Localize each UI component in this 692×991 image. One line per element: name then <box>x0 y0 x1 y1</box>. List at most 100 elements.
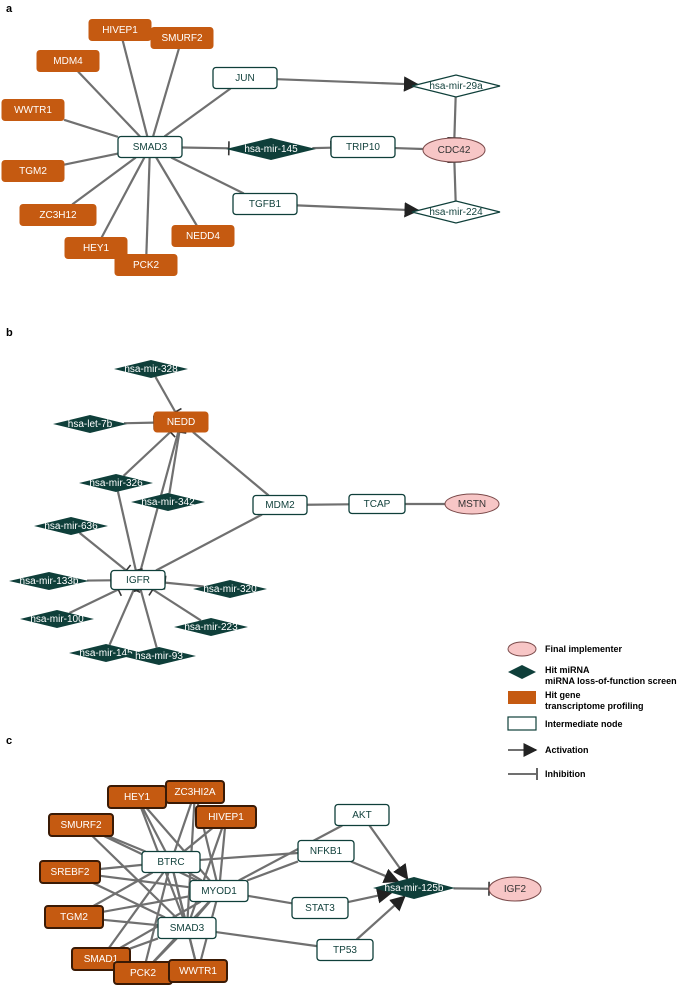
edge-mir342-NEDD <box>168 431 181 494</box>
node-label: HIVEP1 <box>102 25 138 36</box>
mirna-node-shape <box>131 493 205 511</box>
legend-mirna-swatch <box>508 665 536 679</box>
node-label: WWTR1 <box>14 105 52 116</box>
node-label: SMAD3 <box>170 923 205 934</box>
node-zc3hi2a: ZC3HI2A <box>165 780 225 804</box>
panel-label-a: a <box>6 3 13 15</box>
node-label: SMAD1 <box>84 954 119 965</box>
node-label: hsa-mir-320 <box>203 584 257 595</box>
legend-gene-label-line1: Hit gene <box>545 690 581 700</box>
edge-PCK2c-BTRC <box>144 872 170 963</box>
intermediate-node-shape <box>232 192 298 216</box>
node-nedd: NEDD <box>153 411 209 433</box>
gene-node-shape <box>48 813 114 837</box>
edge-ZC3HI2A-BTRC <box>173 802 193 852</box>
edge-PCK2c-SMAD3c <box>152 937 178 963</box>
node-label: STAT3 <box>305 903 335 914</box>
node-label: hsa-mir-328 <box>124 364 178 375</box>
node-label: hsa-mir-93 <box>135 651 183 662</box>
node-tp53: TP53 <box>316 938 374 962</box>
node-label: NEDD <box>167 417 195 428</box>
node-jun: JUN <box>212 66 278 90</box>
node-label: TGFB1 <box>249 199 282 210</box>
edge-SMAD3-WWTR1 <box>63 118 119 138</box>
edge-mir328-NEDD <box>154 376 177 413</box>
gene-node-shape <box>44 905 104 929</box>
node-mir636: hsa-mir-636 <box>34 517 108 535</box>
gene-node-shape <box>19 204 97 226</box>
edge-SREBF2-MYOD1 <box>99 874 191 889</box>
node-wwtr1c: WWTR1 <box>168 959 228 983</box>
node-myod1: MYOD1 <box>189 879 249 903</box>
node-mdm4: MDM4 <box>36 50 100 72</box>
node-label: SREBF2 <box>51 867 90 878</box>
edge-SMAD1-BTRC <box>108 871 165 949</box>
node-btrc: BTRC <box>141 850 201 874</box>
mirna-node-shape <box>9 572 89 590</box>
intermediate-node-shape <box>334 803 390 827</box>
edge-let7b-NEDD <box>123 421 155 425</box>
edge-MYOD1-AKT <box>238 824 343 882</box>
node-label: NFKB1 <box>310 846 343 857</box>
node-label: JUN <box>235 73 254 84</box>
legend-gene-swatch <box>508 691 536 704</box>
node-label: HEY1 <box>124 792 151 803</box>
node-label: MDM2 <box>265 500 295 511</box>
node-mir145: hsa-mir-145 <box>226 138 316 160</box>
node-label: PCK2 <box>130 968 157 979</box>
edge-MYOD1-NFKB1 <box>246 860 299 882</box>
node-mir342: hsa-mir-342 <box>131 493 205 511</box>
node-label: hsa-let-7b <box>68 419 113 430</box>
edge-STAT3-mir125b <box>347 888 393 904</box>
edge-mir320-IGFR <box>164 581 204 588</box>
node-pck2: PCK2 <box>114 254 178 276</box>
edge-SREBF2-SMAD3c <box>92 882 166 919</box>
intermediate-node-shape <box>212 66 278 90</box>
node-label: TGM2 <box>60 912 88 923</box>
mirna-node-shape <box>69 644 143 662</box>
node-hey1: HEY1 <box>64 237 128 259</box>
panel-b-network: hsa-mir-328 hsa-let-7b NEDD hsa-mir-326 hsa-… <box>9 360 500 665</box>
node-tgm2: TGM2 <box>1 160 65 182</box>
edge-NFKB1-mir125b <box>350 860 400 884</box>
gene-node-shape <box>1 99 65 121</box>
edge-HIVEP1c-SMAD3c <box>189 827 224 918</box>
mirna-node-shape <box>411 200 501 224</box>
edge-SMAD3-TGM2 <box>63 152 119 166</box>
edge-MDM2-NEDD <box>192 431 270 497</box>
node-label: hsa-mir-326 <box>89 478 143 489</box>
edge-SMAD3-TGFB1 <box>170 156 245 195</box>
nodes-layer: hsa-mir-328 hsa-let-7b NEDD hsa-mir-326 hsa-… <box>9 360 500 665</box>
edge-mir224-CDC42 <box>453 161 457 202</box>
node-tgfb1: TGFB1 <box>232 192 298 216</box>
node-label: ZC3HI2A <box>174 787 215 798</box>
node-igfr: IGFR <box>110 569 166 591</box>
node-smad3c: SMAD3 <box>157 916 217 940</box>
edge-mir326-NEDD <box>122 431 172 477</box>
edge-SMAD3c-TP53 <box>215 930 318 948</box>
node-label: NEDD4 <box>186 231 220 242</box>
node-tgm2c: TGM2 <box>44 905 104 929</box>
mirna-node-shape <box>20 610 94 628</box>
node-smurf2: SMURF2 <box>150 27 214 49</box>
node-label: CDC42 <box>438 145 471 156</box>
node-label: hsa-mir-29a <box>429 81 483 92</box>
legend-mirna-label-line2: miRNA loss-of-function screen <box>545 676 677 686</box>
gene-node-shape <box>153 411 209 433</box>
node-hey1c: HEY1 <box>107 785 167 809</box>
panel-c-network: HEY1 ZC3HI2A SMURF2 HIVEP1SREBF2TGM2SMAD1PC… <box>39 780 542 985</box>
node-hivep1: HIVEP1 <box>88 19 152 41</box>
node-label: hsa-mir-145 <box>79 648 133 659</box>
node-label: HIVEP1 <box>208 812 244 823</box>
node-label: TCAP <box>364 499 391 510</box>
node-label: TRIP10 <box>346 142 380 153</box>
node-label: SMURF2 <box>60 820 102 831</box>
edge-SMAD3-mir145 <box>181 146 229 150</box>
mirna-node-shape <box>373 877 455 899</box>
edge-IGFR-MDM2 <box>155 513 263 572</box>
node-mir328: hsa-mir-328 <box>114 360 188 378</box>
edge-WWTR1c-SMAD3c <box>188 938 197 961</box>
edge-HIVEP1c-BTRC <box>183 827 214 853</box>
legend-gene-label-line2: transcriptome profiling <box>545 701 644 711</box>
node-label: ZC3H12 <box>39 210 77 221</box>
